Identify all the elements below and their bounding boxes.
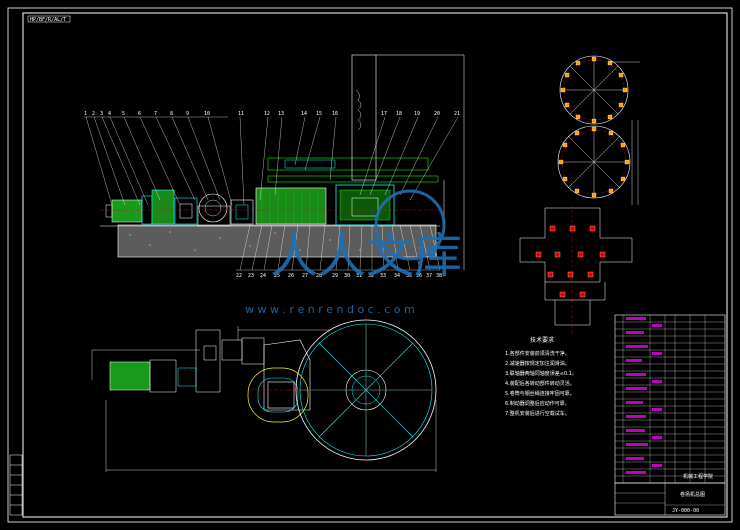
svg-text:30: 30	[344, 273, 350, 279]
svg-text:w w w . r e n r e n d o c . c: w w w . r e n r e n d o c . c o m	[245, 303, 415, 316]
technical-notes: 技术要求 1.各部件安装前须清洗干净。 2.减速器按规定加注润滑油。 3.联轴器…	[505, 336, 577, 417]
top-tag-box	[27, 15, 71, 23]
title-name: 卷扬机总图	[680, 491, 705, 498]
svg-text:人人文库: 人人文库	[270, 228, 462, 284]
svg-text:21: 21	[454, 111, 460, 117]
svg-text:29: 29	[332, 273, 338, 279]
callouts-top: 1 2 3 4 5 6 7 8 9 10 11 12 13 14 15 16 1…	[84, 111, 460, 117]
inner-frame	[22, 12, 728, 518]
svg-text:16: 16	[332, 111, 338, 117]
svg-text:10: 10	[204, 111, 210, 117]
svg-text:3: 3	[100, 111, 103, 117]
svg-text:34: 34	[394, 273, 400, 279]
svg-text:22: 22	[236, 273, 242, 279]
svg-text:11: 11	[238, 111, 244, 117]
svg-text:13: 13	[278, 111, 284, 117]
svg-text:38: 38	[436, 273, 442, 279]
svg-text:1.各部件安装前须清洗干净。: 1.各部件安装前须清洗干净。	[505, 350, 570, 357]
svg-text:5.卷筒与钢丝绳连接牢固可靠。: 5.卷筒与钢丝绳连接牢固可靠。	[505, 390, 575, 397]
svg-text:18: 18	[396, 111, 402, 117]
svg-text:2: 2	[92, 111, 95, 117]
title-school: 机械工程学院	[683, 473, 713, 480]
svg-text:17: 17	[381, 111, 387, 117]
svg-text:28: 28	[316, 273, 322, 279]
svg-text:2.减速器按规定加注润滑油。: 2.减速器按规定加注润滑油。	[505, 360, 570, 367]
foundation	[117, 224, 437, 258]
svg-text:7: 7	[154, 111, 157, 117]
svg-text:26: 26	[288, 273, 294, 279]
svg-text:33: 33	[380, 273, 386, 279]
svg-text:25: 25	[274, 273, 280, 279]
svg-text:6: 6	[138, 111, 141, 117]
callouts-bottom: 22 23 24 25 26 27 28 29 30 31 32 33 34 3…	[236, 273, 442, 279]
parts-list	[614, 314, 726, 484]
front-view: 1 2 3 4 5 6 7 8 9 10 11 12 13 14 15 16 1…	[84, 54, 465, 279]
svg-text:19: 19	[414, 111, 420, 117]
svg-text:24: 24	[260, 273, 266, 279]
svg-text:9: 9	[186, 111, 189, 117]
svg-text:27: 27	[302, 273, 308, 279]
title-block: 机械工程学院 卷扬机总图 JY-000-00	[614, 473, 726, 516]
svg-text:35: 35	[406, 273, 412, 279]
svg-text:4.装配后各转动部件转动灵活。: 4.装配后各转动部件转动灵活。	[505, 380, 575, 387]
brake	[151, 189, 175, 225]
svg-text:5: 5	[122, 111, 125, 117]
watermark: 人人文库 w w w . r e n r e n d o c . c o m	[245, 189, 462, 316]
svg-text:14: 14	[301, 111, 307, 117]
svg-text:15: 15	[316, 111, 322, 117]
svg-text:36: 36	[416, 273, 422, 279]
drum	[335, 184, 395, 226]
svg-text:32: 32	[368, 273, 374, 279]
svg-text:31: 31	[356, 273, 362, 279]
svg-text:20: 20	[434, 111, 440, 117]
svg-text:8: 8	[170, 111, 173, 117]
motor-body	[111, 199, 143, 223]
base-bolts	[535, 225, 606, 298]
title-code: JY-000-00	[672, 508, 699, 514]
plan-motor	[109, 361, 151, 391]
svg-text:4: 4	[108, 111, 111, 117]
svg-text:12: 12	[264, 111, 270, 117]
reducer-gear	[198, 193, 228, 223]
plan-view	[91, 315, 440, 472]
svg-text:37: 37	[426, 273, 432, 279]
svg-text:23: 23	[248, 273, 254, 279]
svg-text:7.整机安装后进行空载试车。: 7.整机安装后进行空载试车。	[505, 410, 570, 417]
outer-frame	[7, 7, 733, 523]
svg-text:3.联轴器两轴同轴度误差≤0.1。: 3.联轴器两轴同轴度误差≤0.1。	[505, 370, 577, 377]
bolt-circles	[557, 55, 640, 205]
left-margin-boxes	[9, 454, 23, 516]
plan-gearbox-arch	[247, 367, 309, 423]
top-tag: HP/BF/R/AL/T	[30, 17, 66, 23]
svg-text:1: 1	[84, 111, 87, 117]
svg-text:6.制动器调整后应动作可靠。: 6.制动器调整后应动作可靠。	[505, 400, 570, 407]
vertical-column	[351, 54, 377, 181]
svg-text:技术要求: 技术要求	[530, 336, 554, 344]
gearbox	[255, 187, 327, 225]
